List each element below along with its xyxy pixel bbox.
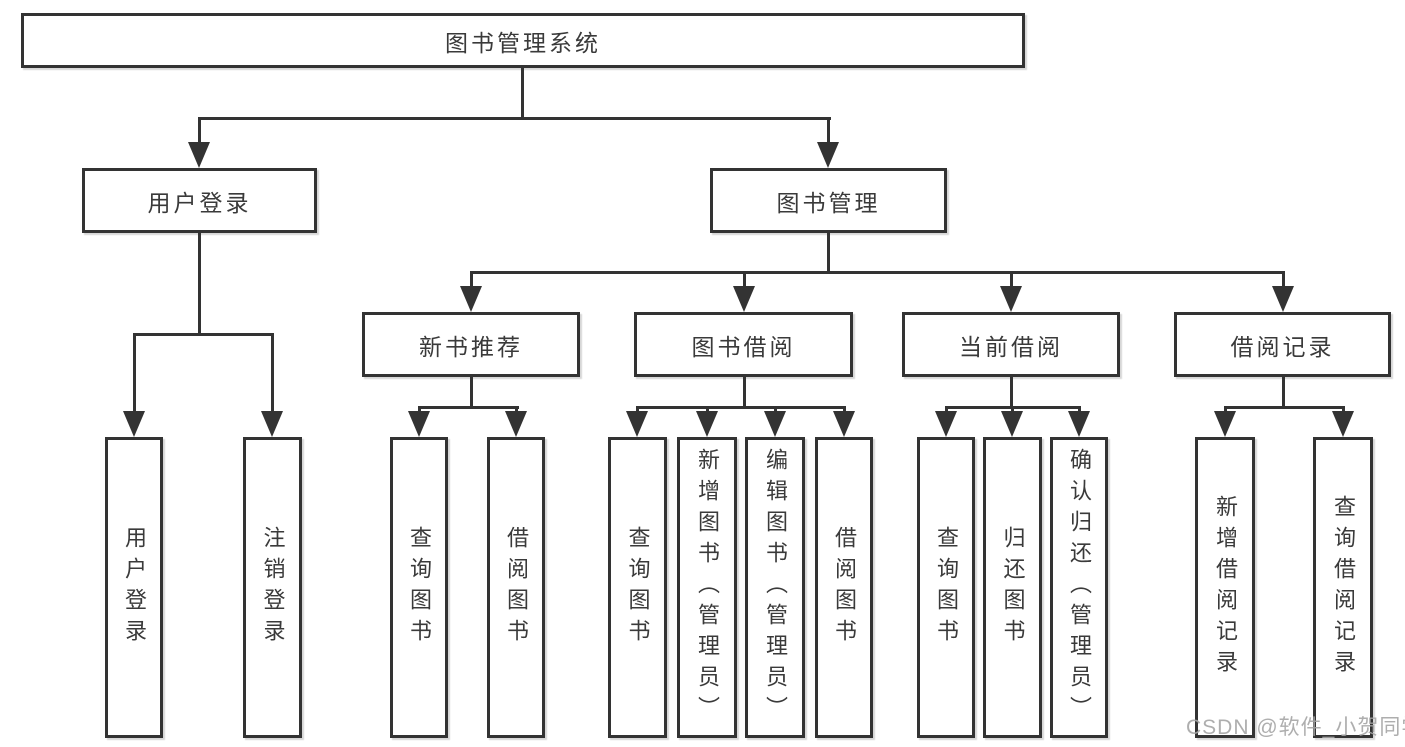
leaf-nb-borrow-books: 借阅图书 xyxy=(487,437,545,738)
arrowhead-down-icon xyxy=(505,411,527,437)
leaf-bb-query-books: 查询图书 xyxy=(608,437,667,738)
connector-line xyxy=(1224,406,1227,414)
connector-line xyxy=(1342,406,1345,414)
connector-line xyxy=(1011,406,1014,414)
arrowhead-down-icon xyxy=(696,411,718,437)
connector-line xyxy=(827,232,830,274)
arrowhead-down-icon xyxy=(408,411,430,437)
connector-line xyxy=(470,271,1285,274)
leaf-br-add-record: 新增借阅记录 xyxy=(1195,437,1255,738)
connector-line xyxy=(945,406,948,414)
connector-line xyxy=(418,406,421,414)
arrowhead-down-icon xyxy=(733,286,755,312)
connector-line xyxy=(1224,406,1345,409)
arrowhead-down-icon xyxy=(1001,411,1023,437)
arrowhead-down-icon xyxy=(1068,411,1090,437)
arrowhead-down-icon xyxy=(626,411,648,437)
leaf-bb-borrow-books: 借阅图书 xyxy=(815,437,873,738)
arrowhead-down-icon xyxy=(833,411,855,437)
node-book-management: 图书管理 xyxy=(710,168,947,233)
connector-line xyxy=(743,377,746,409)
leaf-br-query-record: 查询借阅记录 xyxy=(1313,437,1373,738)
connector-line xyxy=(743,271,746,289)
node-root: 图书管理系统 xyxy=(21,13,1025,68)
connector-line xyxy=(1078,406,1081,414)
arrowhead-down-icon xyxy=(261,411,283,437)
arrowhead-down-icon xyxy=(1332,411,1354,437)
connector-line xyxy=(133,333,274,336)
leaf-bb-add-books-admin: 新增图书（管理员） xyxy=(677,437,737,738)
arrowhead-down-icon xyxy=(817,142,839,168)
arrowhead-down-icon xyxy=(1272,286,1294,312)
connector-line xyxy=(133,333,136,415)
node-borrowing-records: 借阅记录 xyxy=(1174,312,1391,377)
watermark: CSDN @软件_小贺同学 xyxy=(1186,716,1405,739)
connector-line xyxy=(198,232,201,336)
connector-line xyxy=(843,406,846,414)
node-user-login: 用户登录 xyxy=(82,168,317,233)
arrowhead-down-icon xyxy=(123,411,145,437)
leaf-cb-query-books: 查询图书 xyxy=(917,437,975,738)
leaf-cb-return-books: 归还图书 xyxy=(983,437,1042,738)
arrowhead-down-icon xyxy=(460,286,482,312)
connector-line xyxy=(706,406,709,414)
leaf-user-login: 用户登录 xyxy=(105,437,163,738)
arrowhead-down-icon xyxy=(764,411,786,437)
arrowhead-down-icon xyxy=(1000,286,1022,312)
connector-line xyxy=(470,271,473,289)
connector-line xyxy=(1010,377,1013,409)
arrowhead-down-icon xyxy=(188,142,210,168)
connector-line xyxy=(470,377,473,409)
connector-line xyxy=(636,406,639,414)
connector-line xyxy=(774,406,777,414)
connector-line xyxy=(827,117,830,145)
connector-line xyxy=(521,65,524,119)
node-new-book-recommend: 新书推荐 xyxy=(362,312,580,377)
connector-line xyxy=(271,333,274,415)
leaf-cb-confirm-return-admin: 确认归还（管理员） xyxy=(1050,437,1108,738)
connector-line xyxy=(198,117,201,145)
arrowhead-down-icon xyxy=(1214,411,1236,437)
connector-line xyxy=(198,117,831,120)
connector-line xyxy=(418,406,519,409)
connector-line xyxy=(1010,271,1013,289)
leaf-logout: 注销登录 xyxy=(243,437,302,738)
connector-line xyxy=(1282,377,1285,409)
connector-line xyxy=(1282,271,1285,289)
connector-line xyxy=(515,406,518,414)
node-book-borrowing: 图书借阅 xyxy=(634,312,853,377)
leaf-nb-query-books: 查询图书 xyxy=(390,437,448,738)
node-current-borrowing: 当前借阅 xyxy=(902,312,1120,377)
connector-line xyxy=(636,406,846,409)
arrowhead-down-icon xyxy=(935,411,957,437)
leaf-bb-edit-books-admin: 编辑图书（管理员） xyxy=(745,437,805,738)
